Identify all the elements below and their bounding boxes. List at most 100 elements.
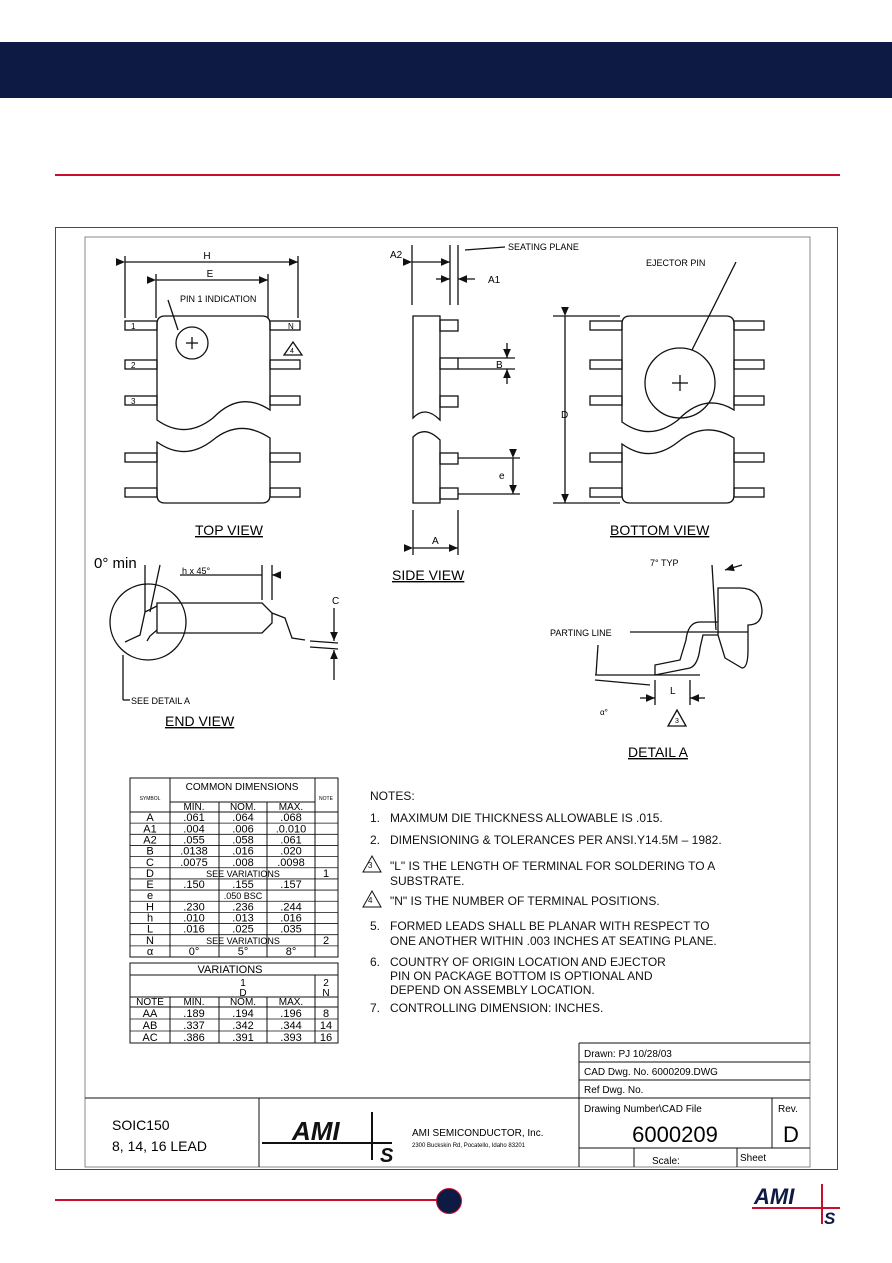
variations-header-cell: NOM. — [230, 997, 256, 1008]
common-value-cell: .061 — [183, 812, 204, 824]
note-7-num: 7. — [370, 1001, 380, 1015]
detail-a-label: DETAIL A — [628, 744, 689, 760]
title-block-grid — [85, 1042, 810, 1167]
note-3-num: 3 — [368, 861, 373, 870]
note-2-num: 2. — [370, 833, 380, 847]
end-view — [109, 564, 339, 701]
end-view-label: END VIEW — [165, 713, 235, 729]
common-value-cell: .150 — [183, 879, 204, 891]
common-value-cell: SEE VARIATIONS — [206, 936, 280, 946]
variations-cell: .189 — [183, 1008, 204, 1020]
common-value-cell: 2 — [323, 935, 329, 947]
common-value-cell: .0138 — [180, 846, 208, 858]
variations-cell: AA — [143, 1008, 158, 1020]
common-value-cell: .016 — [232, 846, 253, 858]
label-B: B — [496, 360, 503, 371]
common-symbol-cell: L — [147, 924, 153, 936]
label-alpha: α° — [600, 708, 608, 717]
common-value-cell: .064 — [232, 812, 253, 824]
bottom-view — [553, 261, 765, 504]
variations-cell: 16 — [320, 1032, 332, 1044]
label-D: D — [561, 410, 568, 421]
common-value-cell: .230 — [183, 901, 204, 913]
common-value-cell: 8° — [286, 946, 297, 958]
note-1: MAXIMUM DIE THICKNESS ALLOWABLE IS .015. — [390, 811, 663, 825]
common-symbol-cell: h — [147, 913, 153, 925]
bottom-view-label: BOTTOM VIEW — [610, 522, 710, 538]
label-H: H — [203, 251, 210, 262]
variations-cell: 14 — [320, 1020, 332, 1032]
col-max: MAX. — [279, 802, 303, 813]
common-value-cell: .058 — [232, 834, 253, 846]
col-nom: NOM. — [230, 802, 256, 813]
notes: NOTES: 1. MAXIMUM DIE THICKNESS ALLOWABL… — [368, 789, 722, 1015]
common-value-cell: .068 — [280, 812, 301, 824]
pin-1-num: 1 — [131, 322, 136, 331]
zero-min-label: 0° min — [94, 555, 137, 572]
page-marker — [436, 1188, 462, 1214]
common-value-cell: .025 — [232, 924, 253, 936]
package-line1: SOIC150 — [112, 1117, 170, 1133]
common-value-cell: .008 — [232, 857, 253, 869]
label-A2: A2 — [390, 250, 403, 261]
package-line2: 8, 14, 16 LEAD — [112, 1138, 207, 1154]
common-value-cell: .0.010 — [276, 823, 307, 835]
label-C: C — [332, 596, 339, 607]
tri3-num: 3 — [675, 718, 679, 725]
drawing-number-label: Drawing Number\CAD File — [584, 1104, 702, 1115]
corner-logo: AMI S — [752, 1184, 840, 1228]
label-E: E — [207, 269, 214, 280]
variations-title: VARIATIONS — [198, 964, 263, 976]
variations-header-cell: NOTE — [136, 997, 164, 1008]
variations-cell: .386 — [183, 1032, 204, 1044]
rev-value: D — [783, 1122, 799, 1147]
see-detail-label: SEE DETAIL A — [131, 696, 190, 706]
note-6-num: 6. — [370, 955, 380, 969]
common-symbol-cell: A — [146, 812, 154, 824]
variations-n: N — [322, 988, 329, 999]
common-symbol-cell: e — [147, 890, 153, 902]
variations-cell: .342 — [232, 1020, 253, 1032]
note-6: COUNTRY OF ORIGIN LOCATION AND EJECTOR — [390, 955, 666, 969]
variations-2: 2 — [323, 978, 329, 989]
variations-cell: .391 — [232, 1032, 253, 1044]
note-7: CONTROLLING DIMENSION: INCHES. — [390, 1001, 603, 1015]
common-table: A.061.064.068A1.004.006.0.010A2.055.058.… — [130, 812, 338, 958]
common-value-cell: SEE VARIATIONS — [206, 869, 280, 879]
common-value-cell: .157 — [280, 879, 301, 891]
ami-logo: AMI S — [262, 1112, 394, 1167]
variations-header-cell: MIN. — [183, 997, 204, 1008]
top-view — [115, 256, 304, 504]
variations-header-cell: MAX. — [279, 997, 303, 1008]
common-symbol-cell: N — [146, 935, 154, 947]
top-view-label: TOP VIEW — [195, 522, 264, 538]
common-value-cell: .055 — [183, 834, 204, 846]
side-view-label: SIDE VIEW — [392, 567, 465, 583]
common-value-cell: 1 — [323, 868, 329, 880]
notes-title: NOTES: — [370, 789, 415, 803]
note-6b: PIN ON PACKAGE BOTTOM IS OPTIONAL AND — [390, 969, 653, 983]
cad-dwg-field: CAD Dwg. No. 6000209.DWG — [584, 1067, 718, 1078]
common-value-cell: 5° — [238, 946, 249, 958]
label-A1: A1 — [488, 275, 501, 286]
variations-cell: .194 — [232, 1008, 253, 1020]
common-symbol-cell: A1 — [143, 823, 156, 835]
ejector-pin-label: EJECTOR PIN — [646, 258, 705, 268]
variations-cell: AC — [142, 1032, 157, 1044]
note-3b: SUBSTRATE. — [390, 874, 464, 888]
common-value-cell: .236 — [232, 901, 253, 913]
seating-plane-label: SEATING PLANE — [508, 242, 579, 252]
label-e: e — [499, 471, 505, 482]
svg-text:AMI: AMI — [291, 1116, 340, 1146]
company-name: AMI SEMICONDUCTOR, Inc. — [412, 1128, 544, 1139]
pin-3-num: 3 — [131, 397, 136, 406]
common-value-cell: .020 — [280, 846, 301, 858]
typ7-label: 7° TYP — [650, 558, 678, 568]
label-L: L — [670, 686, 676, 697]
note-4: "N" IS THE NUMBER OF TERMINAL POSITIONS. — [390, 894, 660, 908]
note-3: "L" IS THE LENGTH OF TERMINAL FOR SOLDER… — [390, 859, 715, 873]
parting-line-label: PARTING LINE — [550, 628, 612, 638]
variations-cell: .393 — [280, 1032, 301, 1044]
common-symbol-cell: A2 — [143, 834, 156, 846]
